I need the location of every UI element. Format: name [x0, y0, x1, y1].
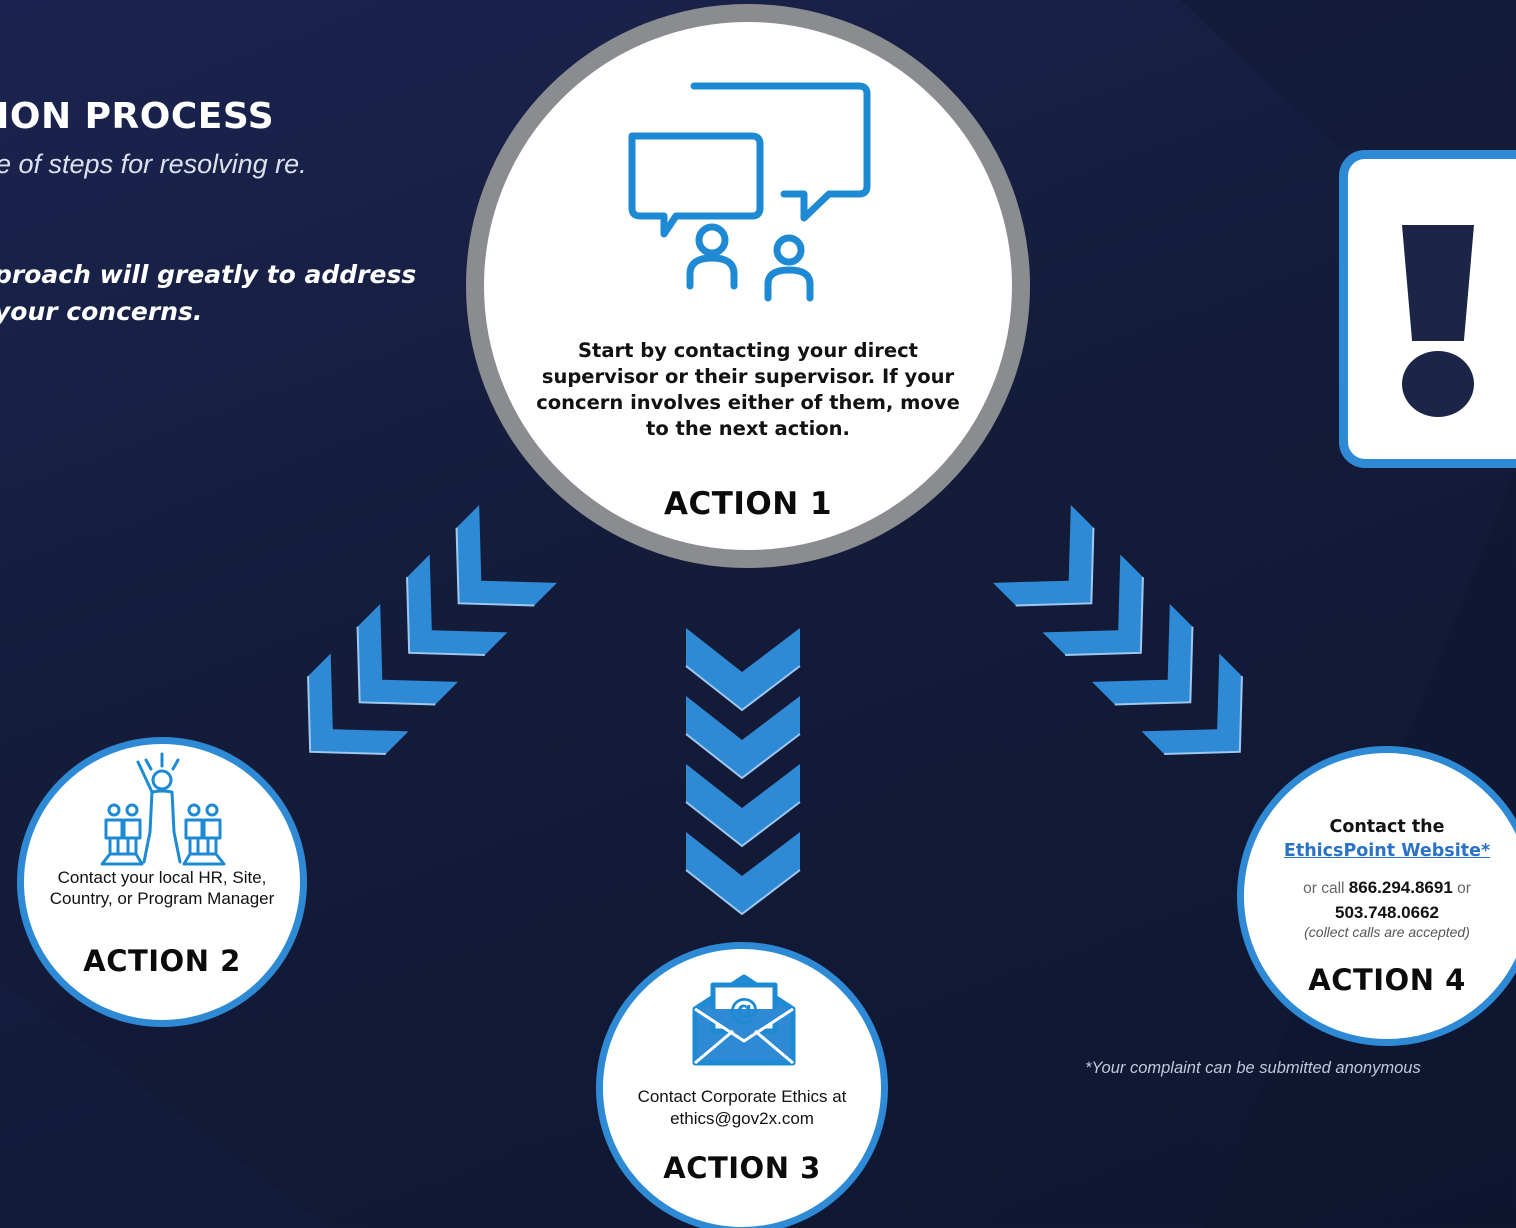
chevron-icon [685, 696, 801, 780]
process-title: ION PROCESS [0, 96, 275, 137]
chevron-icon [685, 832, 801, 916]
intro-section: ION PROCESS e of steps for resolving re.… [0, 0, 460, 400]
chevron-arrows-right [993, 505, 1243, 755]
chevron-icon [356, 604, 458, 706]
action-1-description: Start by contacting your direct supervis… [536, 339, 960, 440]
chevron-icon [406, 554, 508, 656]
chevron-arrows-left [307, 505, 557, 755]
action-1-label: ACTION 1 [663, 486, 833, 522]
svg-text:@: @ [729, 992, 759, 1027]
exclamation-dot [1402, 351, 1474, 417]
action-1-circle: Start by contacting your direct supervis… [466, 4, 1030, 568]
chevron-icon [1042, 554, 1144, 656]
phone-number-2[interactable]: 503.748.0662 [1335, 903, 1439, 922]
action-4-heading: Contact the [1329, 817, 1445, 837]
action-2-description: Contact your local HR, Site, Country, or… [49, 868, 275, 908]
action-4-circle: Contact the EthicsPoint Website* or call… [1237, 746, 1516, 1046]
email-envelope-at-icon: @ [692, 974, 796, 1066]
chevron-icon [455, 505, 557, 607]
ethicspoint-website-link[interactable]: EthicsPoint Website* [1283, 841, 1491, 861]
action-2-circle: Contact your local HR, Site, Country, or… [17, 737, 307, 1027]
chevron-icon [685, 764, 801, 848]
phone-number-1[interactable]: 866.294.8691 [1348, 878, 1453, 897]
chevron-icon [685, 628, 801, 712]
two-speech-bubbles-people-icon [628, 82, 871, 302]
action-3-label: ACTION 3 [663, 1151, 821, 1185]
call-prefix: or call [1303, 880, 1345, 897]
action-2-label: ACTION 2 [83, 944, 241, 978]
chevron-arrows-down [685, 628, 801, 916]
collect-calls-note: (collect calls are accepted) [1304, 924, 1470, 940]
process-subtitle: e of steps for resolving re. [0, 149, 307, 179]
exclamation-bar [1402, 225, 1474, 341]
anonymous-footnote: *Your complaint can be submitted anonymo… [1085, 1059, 1421, 1077]
action-3-circle: @ Contact Corporate Ethics at ethics@gov… [596, 942, 888, 1228]
chevron-icon [993, 505, 1095, 607]
chevron-icon [307, 653, 409, 755]
action-4-phone-info: or call 866.294.8691 or 503.748.0662 [1244, 876, 1516, 926]
action-3-description: Contact Corporate Ethics at ethics@gov2x… [637, 1087, 847, 1128]
alert-card [1339, 150, 1516, 468]
action-4-label: ACTION 4 [1308, 963, 1466, 997]
person-raising-hand-in-group-icon [100, 752, 226, 866]
process-emphasis: proach will greatly to address your conc… [0, 260, 417, 326]
call-or: or [1457, 880, 1471, 897]
chevron-icon [1092, 604, 1194, 706]
chevron-icon [1141, 653, 1243, 755]
